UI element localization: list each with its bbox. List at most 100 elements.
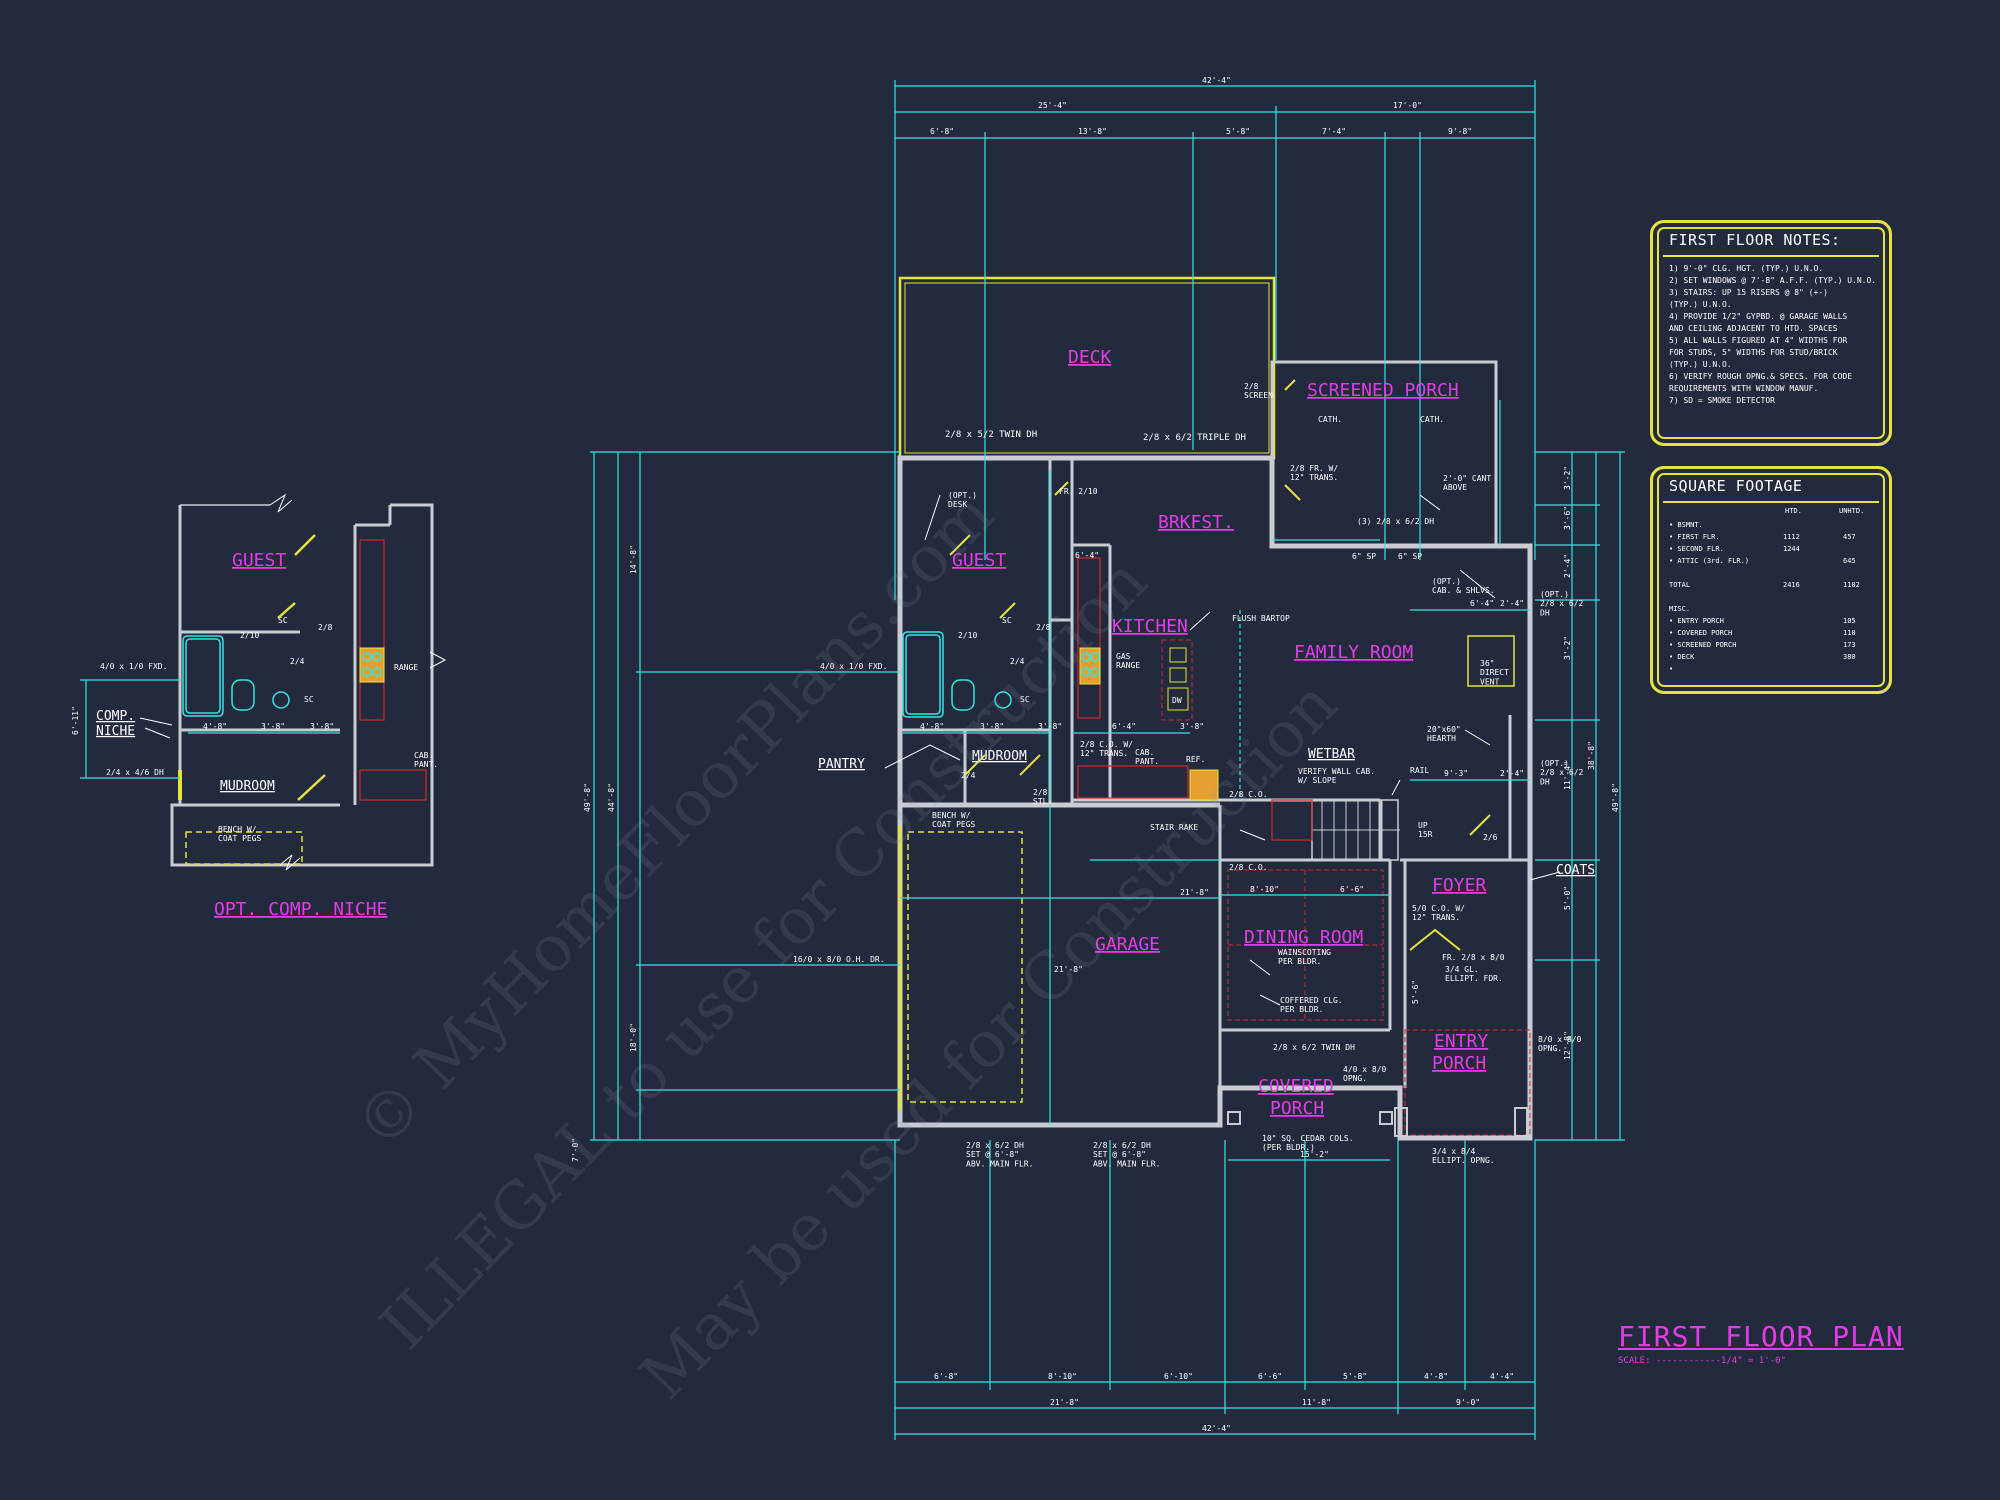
dimension-lines — [590, 80, 1625, 1440]
dim-left-a: 14'-8" — [629, 545, 638, 574]
note-co-trans: 2/8 C.O. W/12" TRANS. — [1080, 740, 1133, 758]
note-co-1: 2/8 C.O. — [1229, 790, 1268, 799]
room-label-covered-porch: PORCH — [1270, 1098, 1324, 1119]
sqft-row-unhtd: 380 — [1843, 653, 1856, 661]
sqft-title: SQUARE FOOTAGE — [1669, 477, 1803, 495]
note-door-24b: 2/4 — [961, 771, 976, 780]
note-dp-twin: 2/8 x 6/2 TWIN DH — [1273, 1043, 1355, 1052]
dim-top-5: 9'-8" — [1448, 127, 1472, 136]
sqft-row-unhtd: 645 — [1843, 557, 1856, 565]
house-outline — [897, 455, 1533, 1141]
room-label-deck: DECK — [1068, 347, 1112, 368]
sqft-row-unhtd: 110 — [1843, 629, 1856, 637]
note-coffered: COFFERED CLG.PER BLDR. — [1280, 996, 1343, 1014]
sqft-row-htd — [1783, 663, 1843, 675]
note-cab-pant: CAB.PANT. — [1135, 748, 1159, 766]
room-label-entry: ENTRY — [1434, 1031, 1488, 1052]
sqft-row-htd — [1783, 567, 1843, 579]
sqft-row-name: • FIRST FLR. — [1669, 533, 1720, 541]
annotations: 2/8 x 5/2 TWIN DH 2/8 x 6/2 TRIPLE DH 2/… — [96, 382, 1595, 1168]
sqft-row-unhtd — [1843, 567, 1887, 579]
sqft-row-name: • DECK — [1669, 653, 1695, 661]
note-stair-rake: STAIR RAKE — [1150, 823, 1198, 832]
niche-note-sc-2: SC — [304, 695, 314, 704]
note-item: 6) VERIFY ROUGH OPNG.& SPECS. FOR CODE — [1669, 372, 1853, 381]
dim-m-3: 3'-8" — [1038, 722, 1062, 731]
note-bench: BENCH W/COAT PEGS — [932, 811, 976, 829]
dim-right-overall: 49'-8" — [1611, 783, 1620, 812]
room-label-entry-porch: PORCH — [1432, 1053, 1486, 1074]
room-labels: DECK SCREENED PORCH BRKFST. GUEST KITCHE… — [214, 347, 1488, 1119]
dim-right-1: 3'-2" — [1563, 466, 1572, 490]
note-opt-desk: (OPT.)DESK — [948, 491, 977, 509]
note-cath-1: CATH. — [1318, 415, 1342, 424]
dim-left-2: 44'-8" — [607, 783, 616, 812]
sqft-row-name: TOTAL — [1669, 581, 1691, 589]
sqft-row: • — [1669, 663, 1887, 675]
note-item: (TYP.) U.N.O. — [1669, 300, 1732, 309]
niche-label-guest: GUEST — [232, 550, 286, 571]
dim-right-2: 38'-8" — [1587, 741, 1596, 770]
note-opt-cab: (OPT.)CAB. & SHLVS. — [1432, 577, 1495, 595]
dim-overall-bottom: 42'-4" — [1202, 1424, 1231, 1433]
note-cedar: 10" SQ. CEDAR COLS.(PER BLDR.) — [1262, 1134, 1354, 1152]
sqft-row-unhtd — [1843, 603, 1887, 615]
niche-dim-height: 6'-11" — [71, 706, 80, 735]
first-floor-notes-panel: FIRST FLOOR NOTES: 1) 9'-0" CLG. HGT. (T… — [1650, 220, 1892, 446]
note-fr-trans: 2/8 FR. W/12" TRANS. — [1290, 464, 1338, 482]
plan-title: FIRST FLOOR PLAN — [1618, 1320, 1904, 1353]
niche-dim-1: 4'-8" — [203, 722, 227, 731]
sqft-row-unhtd: 457 — [1843, 533, 1856, 541]
sqft-row-name: • ATTIC (3rd. FLR.) — [1669, 557, 1750, 565]
niche-note-dh: 2/4 x 4/6 DH — [106, 768, 164, 777]
room-label-mudroom: MUDROOM — [972, 749, 1027, 764]
sqft-row: • BSMNT. — [1669, 519, 1887, 531]
room-label-guest: GUEST — [952, 550, 1006, 571]
note-pantry: PANTRY — [818, 757, 865, 772]
note-item: 5) ALL WALLS FIGURED AT 4" WIDTHS FOR — [1669, 336, 1848, 345]
sqft-row-htd — [1783, 627, 1843, 639]
dim-bot-b: 11'-8" — [1302, 1398, 1331, 1407]
sqft-row-name — [1669, 591, 1783, 603]
note-door-26: 2/6 — [1483, 833, 1498, 842]
note-verify: VERIFY WALL CAB.W/ SLOPE — [1298, 767, 1375, 785]
dim-right-2b: 3'-6" — [1563, 506, 1572, 530]
note-item: (TYP.) U.N.O. — [1669, 360, 1732, 369]
note-sp-dh: (3) 2/8 x 6/2 DH — [1357, 517, 1434, 526]
dim-bot-7: 4'-4" — [1490, 1372, 1514, 1381]
dim-d-1: 8'-10" — [1250, 885, 1279, 894]
optional-comp-niche-inset — [80, 493, 447, 871]
dimension-labels: 42'-4" 25'-4" 17'-0" 6'-8" 13'-8" 5'-8" … — [71, 76, 1620, 1433]
dim-bot-1: 6'-8" — [934, 1372, 958, 1381]
sqft-col-htd: HTD. — [1785, 507, 1802, 515]
dim-bot-3: 6'-10" — [1164, 1372, 1193, 1381]
note-sp-5: 6" SP — [1352, 552, 1376, 561]
note-door-24: 2/4 — [1010, 657, 1025, 666]
note-door-210: 2/10 — [958, 631, 977, 640]
sqft-row: • SECOND FLR.1244 — [1669, 543, 1887, 555]
sqft-row: • DECK 380 — [1669, 651, 1887, 663]
note-foyer-co: 5/0 C.O. W/12" TRANS. — [1412, 904, 1465, 922]
room-label-garage: GARAGE — [1095, 934, 1160, 955]
dim-bot-6: 4'-8" — [1424, 1372, 1448, 1381]
note-triple-dh: 2/8 x 6/2 TRIPLE DH — [1143, 433, 1246, 443]
room-label-kitchen: KITCHEN — [1112, 616, 1188, 637]
note-co-2: 2/8 C.O. — [1229, 863, 1268, 872]
sqft-row: • ATTIC (3rd. FLR.) 645 — [1669, 555, 1887, 567]
dim-left-c: 7'-0" — [571, 1138, 580, 1162]
note-item: 2) SET WINDOWS @ 7'-8" A.F.F. (TYP.) U.N… — [1669, 276, 1877, 285]
leader-lines — [139, 494, 1561, 1006]
plan-scale: SCALE: ------------1/4" = 1'-0" — [1618, 1356, 1786, 1366]
